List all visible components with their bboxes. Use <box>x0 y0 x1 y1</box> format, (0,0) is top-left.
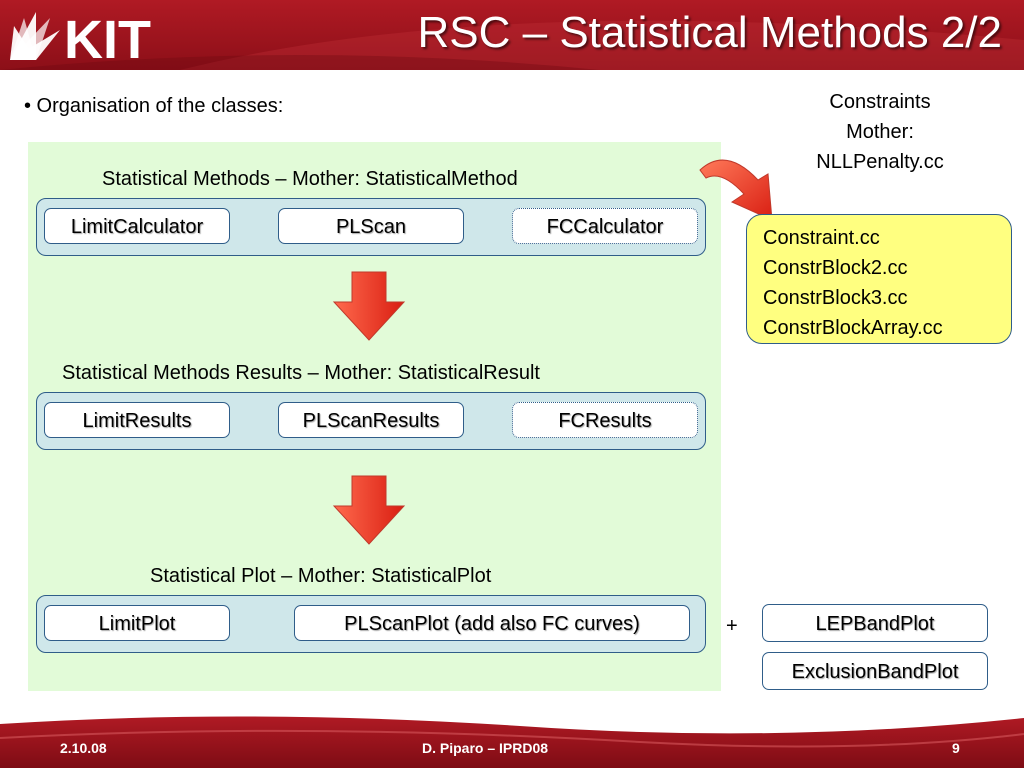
plus-sign: + <box>726 615 738 637</box>
results-title: Statistical Methods Results – Mother: St… <box>62 362 540 384</box>
footer-date: 2.10.08 <box>60 740 107 756</box>
file-constrblock3: ConstrBlock3.cc <box>763 287 908 309</box>
file-constrblock2: ConstrBlock2.cc <box>763 257 908 279</box>
down-arrow-icon <box>332 475 406 545</box>
constraints-header: Constraints Mother: NLLPenalty.cc <box>790 87 970 177</box>
constraints-files-box: Constraint.cc ConstrBlock2.cc ConstrBloc… <box>746 214 1012 344</box>
class-limitcalculator: LimitCalculator <box>44 208 230 244</box>
plots-title: Statistical Plot – Mother: StatisticalPl… <box>150 565 492 587</box>
constraints-header-line: Constraints <box>829 91 931 113</box>
constraints-header-line: Mother: <box>846 121 914 143</box>
class-exclusionbandplot: ExclusionBandPlot <box>762 652 988 690</box>
slide-title: RSC – Statistical Methods 2/2 <box>417 8 1002 57</box>
class-fcresults: FCResults <box>512 402 698 438</box>
methods-title: Statistical Methods – Mother: Statistica… <box>102 168 518 190</box>
footer-author: D. Piparo – IPRD08 <box>422 740 549 756</box>
footer-page-number: 9 <box>952 740 960 756</box>
constraints-header-line: NLLPenalty.cc <box>816 151 944 173</box>
header-band <box>0 0 1024 70</box>
class-plscanplot: PLScanPlot (add also FC curves) <box>294 605 690 641</box>
class-limitplot: LimitPlot <box>44 605 230 641</box>
file-constrblockarray: ConstrBlockArray.cc <box>763 317 943 339</box>
class-limitresults: LimitResults <box>44 402 230 438</box>
kit-logo-icon: KIT <box>10 10 151 64</box>
slide-header: KIT RSC – Statistical Methods 2/2 <box>0 0 1024 72</box>
logo-text: KIT <box>64 10 151 64</box>
slide-footer <box>0 716 1024 768</box>
class-fccalculator: FCCalculator <box>512 208 698 244</box>
intro-bullet: • Organisation of the classes: <box>24 95 284 117</box>
class-plscan: PLScan <box>278 208 464 244</box>
down-arrow-icon <box>332 271 406 341</box>
class-plscanresults: PLScanResults <box>278 402 464 438</box>
class-lepbandplot: LEPBandPlot <box>762 604 988 642</box>
file-constraint: Constraint.cc <box>763 227 880 249</box>
